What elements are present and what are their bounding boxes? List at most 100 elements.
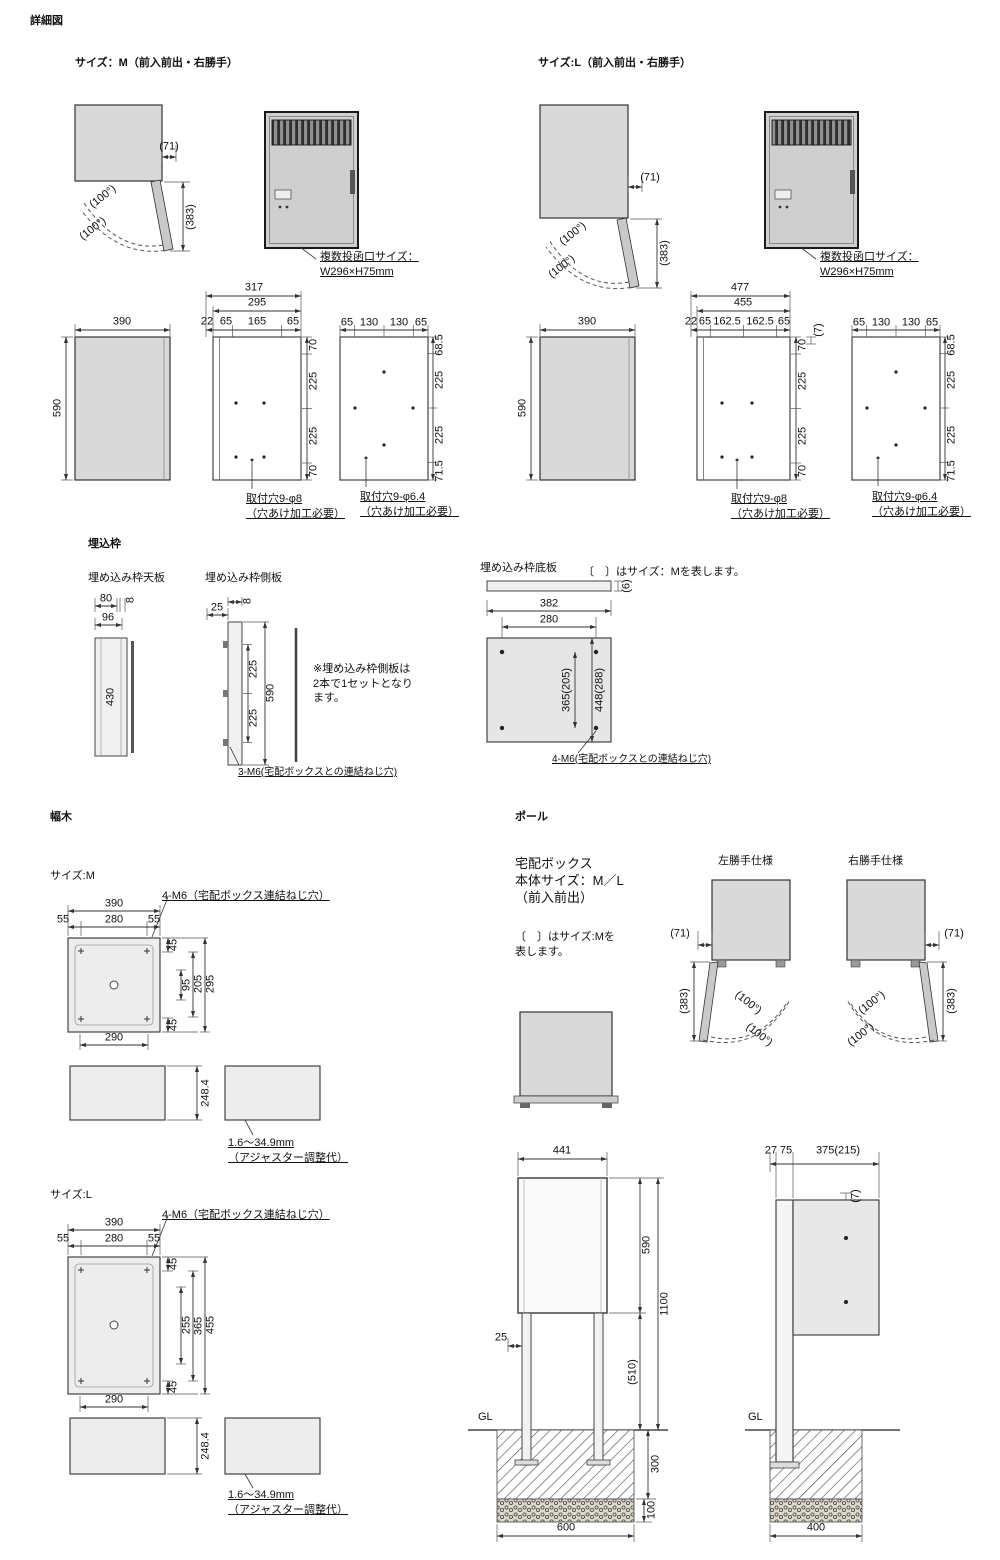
- embed-side-plate-label: 埋め込み枠側板: [205, 572, 282, 584]
- base-m-dim-390: 390: [104, 897, 124, 910]
- m-dim-22: 22: [200, 315, 214, 328]
- frame-dim-25: 25: [210, 601, 224, 614]
- m-dim-65-a: 65: [219, 315, 233, 328]
- bottom-plate-screw-callout: 4-M6(宅配ボックスとの連結ねじ穴): [552, 754, 712, 765]
- m-dim-225-b: 225: [307, 426, 320, 446]
- l-dim-65-d: 65: [925, 316, 939, 329]
- base-m-dim-55-left: 55: [56, 913, 70, 926]
- pole-right-hand-view: [846, 879, 947, 1044]
- pole-body-size-text: 宅配ボックス 本体サイズ：M／L （前入前出）: [515, 856, 624, 906]
- size-l-front-view: [764, 111, 859, 260]
- pole-dim-600: 600: [556, 1521, 576, 1534]
- m-dim-70-top: 70: [307, 338, 320, 352]
- l-dim-130-a: 130: [871, 316, 891, 329]
- size-m-front-view: [264, 111, 359, 260]
- frame-dim-430: 430: [104, 687, 117, 707]
- frame-dim-365-205: 365(205): [560, 667, 573, 713]
- size-m-plan-views: [61, 291, 437, 489]
- frame-dim-448-288: 448(288): [593, 667, 606, 713]
- pole-dim-300: 300: [649, 1454, 662, 1474]
- frame-dim-96: 96: [101, 611, 115, 624]
- m-dim-590: 590: [51, 398, 64, 418]
- m-dim-165: 165: [247, 315, 267, 328]
- m-dim-317: 317: [244, 281, 264, 294]
- pole-front-elevation: [468, 1152, 668, 1542]
- base-m-dim-2484: 248.4: [199, 1079, 212, 1107]
- pole-dim-27: 27: [764, 1144, 778, 1157]
- base-l-dim-55-right: 55: [147, 1232, 161, 1245]
- l-dim-7: (7): [812, 323, 825, 337]
- base-l-dim-455: 455: [204, 1315, 217, 1335]
- l-dim-390: 390: [577, 315, 597, 328]
- base-m-dim-45-bottom: 45: [167, 1018, 180, 1032]
- pole-dim-25: 25: [494, 1331, 508, 1344]
- l-dim-71-5: 71.5: [945, 460, 958, 482]
- frame-dim-382: 382: [539, 597, 559, 610]
- l-dim-68-5: 68.5: [945, 334, 958, 356]
- embed-frame-bottom-plate: [486, 580, 622, 754]
- frame-dim-80: 80: [99, 592, 113, 605]
- m-dim-295: 295: [247, 296, 267, 309]
- base-m-dim-55-right: 55: [147, 913, 161, 926]
- base-l-dim-390: 390: [104, 1216, 124, 1229]
- l-dim-71: (71): [640, 171, 660, 184]
- pole-dim-7: (7): [849, 1189, 862, 1203]
- m-dim-130-a: 130: [359, 316, 379, 329]
- page-title: 詳細図: [30, 15, 63, 27]
- l-dim-22: 22: [684, 315, 698, 328]
- l-dim-70-bottom: 70: [796, 464, 809, 478]
- baseboard-m-label: サイズ:M: [50, 870, 95, 882]
- base-m-adjuster-callout: 1.6～34.9mm （アジャスター調整代）: [228, 1137, 349, 1164]
- frame-dim-225-a: 225: [247, 659, 260, 679]
- m-dim-225-d: 225: [433, 425, 446, 445]
- l-dim-65-c: 65: [852, 316, 866, 329]
- base-m-dim-295: 295: [204, 974, 217, 994]
- base-l-dim-2484: 248.4: [199, 1432, 212, 1460]
- embed-top-plate-label: 埋め込み枠天板: [88, 572, 165, 584]
- frame-dim-8-side: 8: [241, 597, 254, 605]
- m-hole-phi8-callout: 取付穴9-φ8 （穴あけ加工必要）: [246, 493, 345, 520]
- pole-dim-590: 590: [640, 1235, 653, 1255]
- size-l-top-view: [539, 104, 662, 290]
- l-dim-455: 455: [733, 296, 753, 309]
- m-dim-225-c: 225: [433, 370, 446, 390]
- size-l-plan-views: [526, 291, 949, 489]
- base-m-dim-45-top: 45: [167, 938, 180, 952]
- pole-left-dim-71: (71): [670, 927, 690, 940]
- l-dim-225-d: 225: [945, 425, 958, 445]
- size-m-heading: サイズ：M（前入前出・右勝手）: [75, 57, 238, 69]
- m-dim-130-b: 130: [389, 316, 409, 329]
- m-dim-71-5: 71.5: [433, 460, 446, 482]
- baseboard-l-screw-callout: 4-M6（宅配ボックス連結ねじ穴）: [162, 1209, 330, 1221]
- embed-frame-heading: 埋込枠: [88, 538, 121, 550]
- pole-dim-100: 100: [645, 1500, 658, 1520]
- l-dim-383: (383): [658, 240, 671, 266]
- bottom-plate-note: 〔 〕はサイズ：Mを表します。: [583, 566, 745, 578]
- pole-left-hand-view: [690, 879, 791, 1044]
- l-dim-225-c: 225: [945, 370, 958, 390]
- pole-gl-label-front: GL: [478, 1411, 493, 1423]
- side-plate-screw-callout: 3-M6(宅配ボックスとの連結ねじ穴): [238, 767, 398, 778]
- base-l-dim-290: 290: [104, 1393, 124, 1406]
- baseboard-heading: 幅木: [50, 811, 72, 823]
- pole-left-dim-383: (383): [678, 988, 691, 1014]
- pole-left-hand-label: 左勝手仕様: [718, 855, 773, 867]
- m-dim-390: 390: [112, 315, 132, 328]
- embed-frame-top-plate: [94, 598, 134, 757]
- m-dim-225-a: 225: [307, 371, 320, 391]
- pole-dim-510: (510): [626, 1359, 639, 1385]
- base-m-dim-290: 290: [104, 1031, 124, 1044]
- pole-heading: ポール: [515, 811, 548, 823]
- base-l-dim-45-bottom: 45: [167, 1380, 180, 1394]
- pole-side-elevation: [745, 1152, 900, 1542]
- l-dim-1625-b: 162.5: [746, 315, 774, 328]
- pole-size-note: 〔 〕はサイズ:Mを 表します。: [515, 931, 615, 958]
- l-slot-size-callout: 複数投函口サイズ： W296×H75mm: [820, 251, 919, 278]
- pole-right-hand-label: 右勝手仕様: [848, 855, 903, 867]
- m-dim-68-5: 68.5: [433, 334, 446, 356]
- frame-dim-8-top: 8: [124, 596, 137, 604]
- l-dim-225-a: 225: [796, 371, 809, 391]
- pole-right-dim-71: (71): [944, 927, 964, 940]
- l-hole-phi64-callout: 取付穴9-φ6.4 （穴あけ加工必要）: [872, 491, 971, 518]
